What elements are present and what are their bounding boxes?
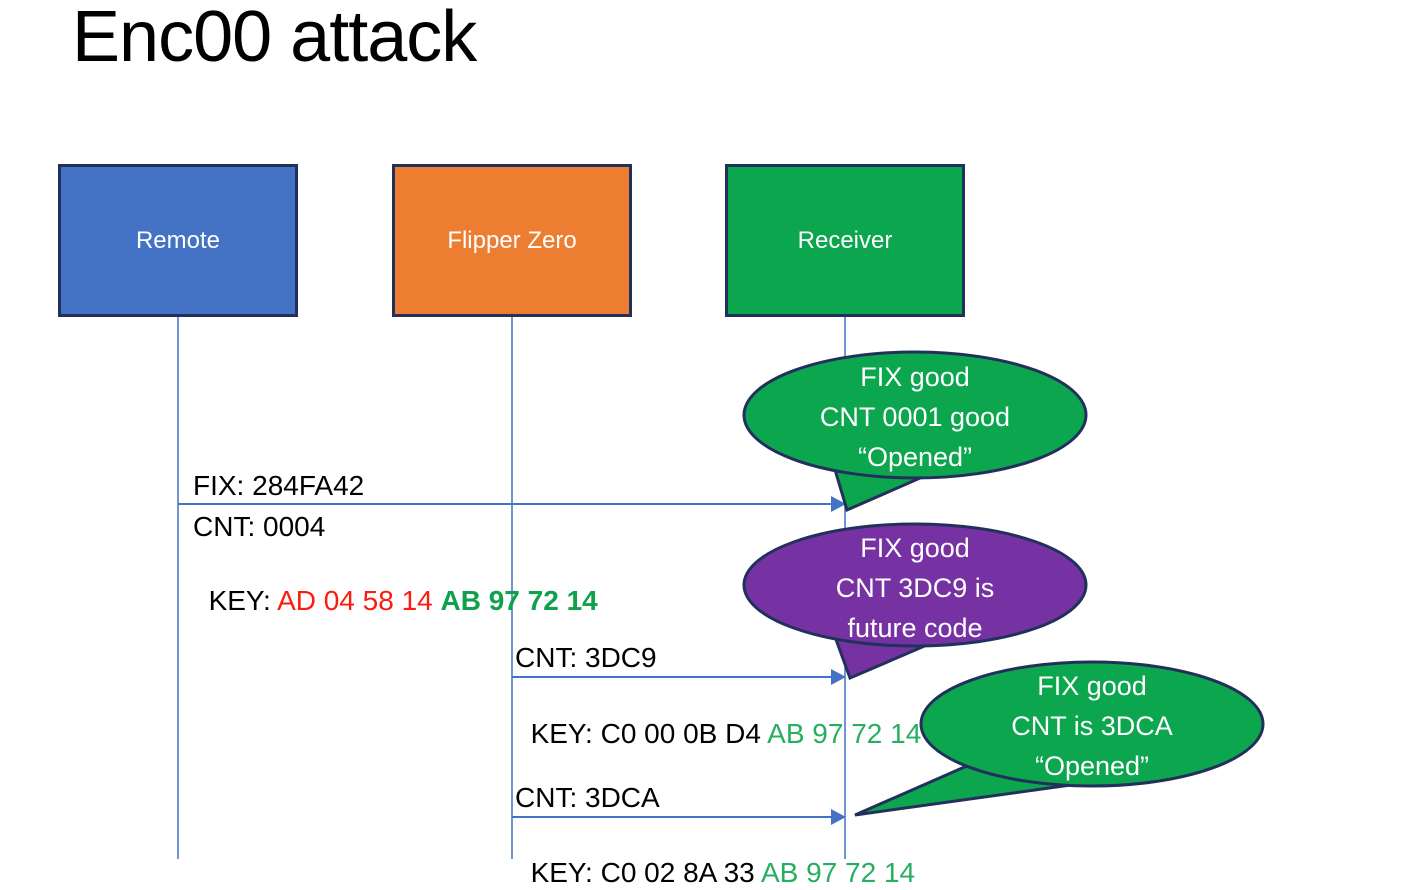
speech-bubble-shape-1: [742, 350, 1088, 513]
speech-bubble-opened-1: FIX good CNT 0001 good “Opened”: [735, 345, 1100, 520]
actor-box-receiver: Receiver: [725, 164, 965, 317]
bubble2-line1: FIX good: [860, 533, 970, 563]
speech-bubble-ellipse-1: [742, 350, 1088, 480]
message1-key-changed-bytes: AD 04 58 14: [277, 585, 441, 616]
message3-cnt-label: CNT: 3DCA: [515, 782, 660, 813]
message1-arrowhead-icon: [831, 496, 846, 512]
speech-bubble-future-code: FIX good CNT 3DC9 is future code: [735, 518, 1100, 688]
message2-cnt-label: CNT: 3DC9: [515, 642, 657, 673]
actor-label-remote: Remote: [135, 226, 221, 254]
actor-box-flipper-zero: Flipper Zero: [392, 164, 632, 317]
actor-box-remote: Remote: [58, 164, 298, 317]
message3-key-prefix: KEY: C0 02 8A 33: [530, 857, 761, 888]
actor-label-receiver: Receiver: [797, 226, 893, 254]
speech-bubble-text-2: FIX good CNT 3DC9 is future code: [765, 528, 1065, 648]
message3-key-label: KEY: C0 02 8A 33 AB 97 72 14: [515, 822, 916, 890]
actor-label-flipper-zero: Flipper Zero: [447, 226, 577, 254]
speech-bubble-ellipse-2: [742, 522, 1088, 648]
bubble3-line1: FIX good: [1037, 671, 1147, 701]
message3-key-fixed-bytes: AB 97 72 14: [760, 857, 916, 888]
bubble2-line2: CNT 3DC9 is: [835, 573, 995, 603]
message1-key-prefix: KEY:: [208, 585, 278, 616]
slide-title: Enc00 attack: [72, 0, 477, 77]
speech-bubble-opened-2: FIX good CNT is 3DCA “Opened”: [840, 655, 1270, 830]
message1-key-label: KEY: AD 04 58 14 AB 97 72 14: [193, 550, 598, 618]
speech-bubble-ellipse-3: [919, 660, 1265, 788]
bubble1-line1: FIX good: [860, 362, 970, 392]
speech-bubble-text-3: FIX good CNT is 3DCA “Opened”: [942, 666, 1242, 786]
speech-bubble-text-1: FIX good CNT 0001 good “Opened”: [765, 357, 1065, 477]
message1-fix-label: FIX: 284FA42: [193, 470, 365, 501]
bubble1-line2: CNT 0001 good: [819, 402, 1011, 432]
speech-bubble-shape-2: [742, 522, 1088, 681]
message2-key-fixed-bytes: AB 97 72 14: [767, 718, 922, 749]
bubble3-line3: “Opened”: [1034, 751, 1150, 781]
speech-bubble-shape-3: [854, 660, 1265, 817]
message2-arrowhead-icon: [831, 669, 846, 685]
message1-cnt-label: CNT: 0004: [193, 511, 326, 542]
bubble1-line3: “Opened”: [857, 442, 973, 472]
message2-key-label: KEY: C0 00 0B D4 AB 97 72 14: [515, 683, 922, 751]
message1-key-fixed-bytes: AB 97 72 14: [440, 585, 598, 616]
message3-arrowhead-icon: [831, 809, 846, 825]
bubble2-line3: future code: [847, 613, 983, 643]
message2-key-prefix: KEY: C0 00 0B D4: [530, 718, 768, 749]
bubble3-line2: CNT is 3DCA: [1011, 711, 1173, 741]
